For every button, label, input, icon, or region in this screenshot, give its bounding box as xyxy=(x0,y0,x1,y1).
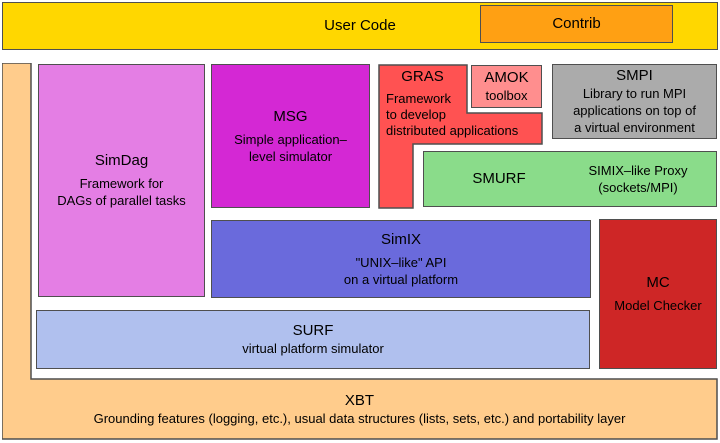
xbt-layer: XBT Grounding features (logging, etc.), … xyxy=(2,63,718,440)
msg-line: level simulator xyxy=(248,148,333,164)
amok-box: AMOK toolbox xyxy=(471,65,542,108)
simdag-box: SimDag Framework for DAGs of parallel ta… xyxy=(38,64,205,297)
simix-line: on a virtual platform xyxy=(343,271,459,287)
xbt-text-block: XBT Grounding features (logging, etc.), … xyxy=(2,379,717,439)
mc-box: MC Model Checker xyxy=(599,219,717,369)
smurf-title: SMURF xyxy=(472,170,526,187)
simdag-title: SimDag xyxy=(94,152,149,169)
smpi-box: SMPI Library to run MPI applications on … xyxy=(552,64,717,139)
gras-polygon xyxy=(378,64,543,209)
mc-line: Model Checker xyxy=(614,298,702,313)
surf-title: SURF xyxy=(292,322,334,339)
user-code-label: User Code xyxy=(324,17,396,34)
smurf-line: (sockets/MPI) xyxy=(598,180,678,195)
xbt-shape xyxy=(2,63,718,440)
xbt-polygon xyxy=(2,63,718,440)
gras-line: distributed applications xyxy=(386,123,519,138)
contrib-label: Contrib xyxy=(552,15,601,32)
gras-shape xyxy=(378,64,543,209)
xbt-title: XBT xyxy=(344,391,375,409)
msg-title: MSG xyxy=(273,107,308,125)
smurf-text-block: SIMIX–like Proxy (sockets/MPI) xyxy=(564,152,712,206)
simix-line: "UNIX–like" API xyxy=(355,254,447,270)
smurf-box: SMURF SIMIX–like Proxy (sockets/MPI) xyxy=(423,151,717,207)
smpi-title: SMPI xyxy=(616,67,653,84)
amok-line: toolbox xyxy=(485,88,528,103)
gras-line: to develop xyxy=(386,107,446,122)
smpi-line: a virtual environment xyxy=(574,120,695,135)
msg-line: Simple application– xyxy=(234,131,347,147)
smpi-line: applications on top of xyxy=(573,103,696,118)
mc-title: MC xyxy=(646,274,670,291)
surf-box: SURF virtual platform simulator xyxy=(36,310,590,369)
simix-box: SimIX "UNIX–like" API on a virtual platf… xyxy=(211,220,591,298)
simdag-line: Framework for xyxy=(79,176,164,191)
gras-line: Framework xyxy=(386,91,452,106)
surf-line: virtual platform simulator xyxy=(242,341,384,356)
msg-box: MSG Simple application– level simulator xyxy=(211,64,370,208)
gras-title: GRAS xyxy=(401,68,444,85)
contrib-box: Contrib xyxy=(480,5,673,43)
amok-title: AMOK xyxy=(484,69,529,86)
simix-title: SimIX xyxy=(380,230,421,248)
simdag-line: DAGs of parallel tasks xyxy=(57,193,186,208)
smurf-line: SIMIX–like Proxy xyxy=(588,163,688,178)
smpi-line: Library to run MPI xyxy=(582,86,687,101)
xbt-description: Grounding features (logging, etc.), usua… xyxy=(93,410,626,426)
gras-box: GRAS Framework to develop distributed ap… xyxy=(378,64,543,209)
